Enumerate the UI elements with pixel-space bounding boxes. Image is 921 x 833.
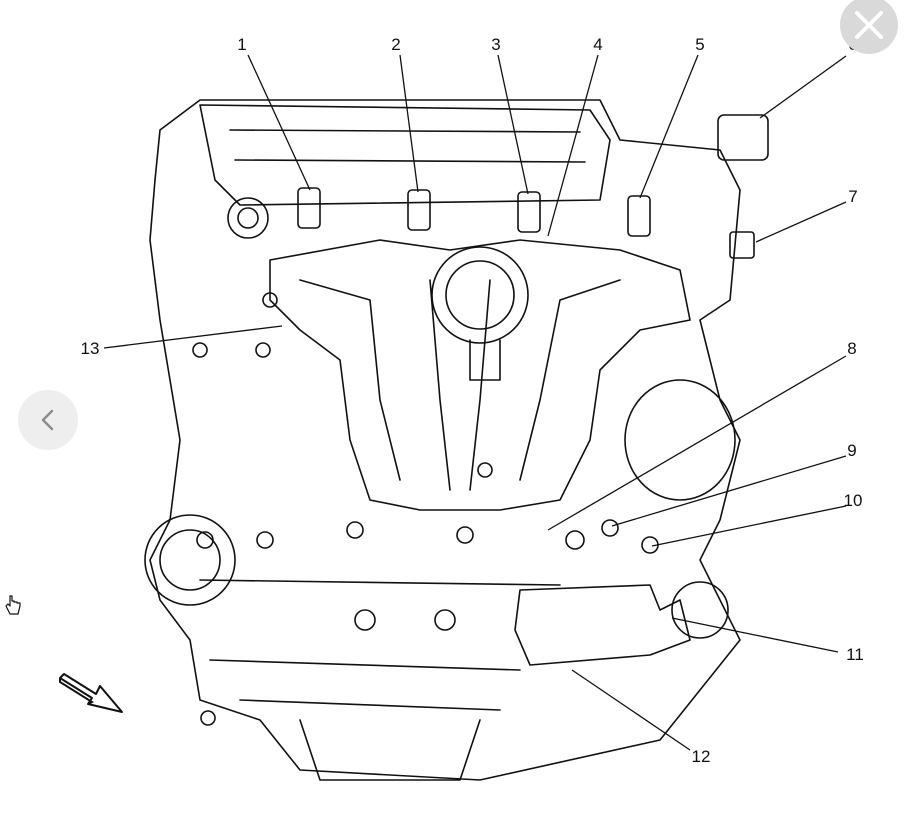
sensor-7 [729, 231, 755, 259]
callout-label-13: 13 [81, 339, 100, 358]
sensor-6 [717, 114, 769, 161]
close-icon [855, 11, 883, 39]
fuel-injector-1 [297, 187, 321, 229]
callout-label-11: 11 [846, 645, 864, 664]
chevron-left-icon [41, 409, 54, 431]
engine-block-outline [149, 99, 741, 781]
crank-pulley [144, 514, 236, 606]
intake-manifold [269, 239, 691, 511]
close-button[interactable] [840, 0, 898, 54]
oil-filler-cap [227, 197, 269, 239]
callout-label-1: 1 [237, 35, 246, 54]
callout-label-5: 5 [695, 35, 704, 54]
fuel-injector-4 [627, 195, 651, 237]
callout-label-2: 2 [391, 35, 400, 54]
callout-label-10: 10 [844, 491, 863, 510]
previous-image-button[interactable] [18, 390, 78, 450]
fuel-injector-3 [517, 191, 541, 233]
hand-pointer-icon [5, 595, 21, 615]
starter-motor [514, 584, 691, 666]
callout-label-4: 4 [593, 35, 602, 54]
fuel-injector-2 [407, 189, 431, 231]
callout-label-8: 8 [847, 339, 856, 358]
front-direction-arrow-icon [59, 673, 123, 713]
callout-label-12: 12 [692, 747, 711, 766]
callout-label-9: 9 [847, 441, 856, 460]
right-side-component [624, 379, 736, 501]
callout-label-7: 7 [848, 187, 857, 206]
callout-label-3: 3 [491, 35, 500, 54]
valve-cover [199, 104, 611, 206]
throttle-body [431, 246, 529, 344]
